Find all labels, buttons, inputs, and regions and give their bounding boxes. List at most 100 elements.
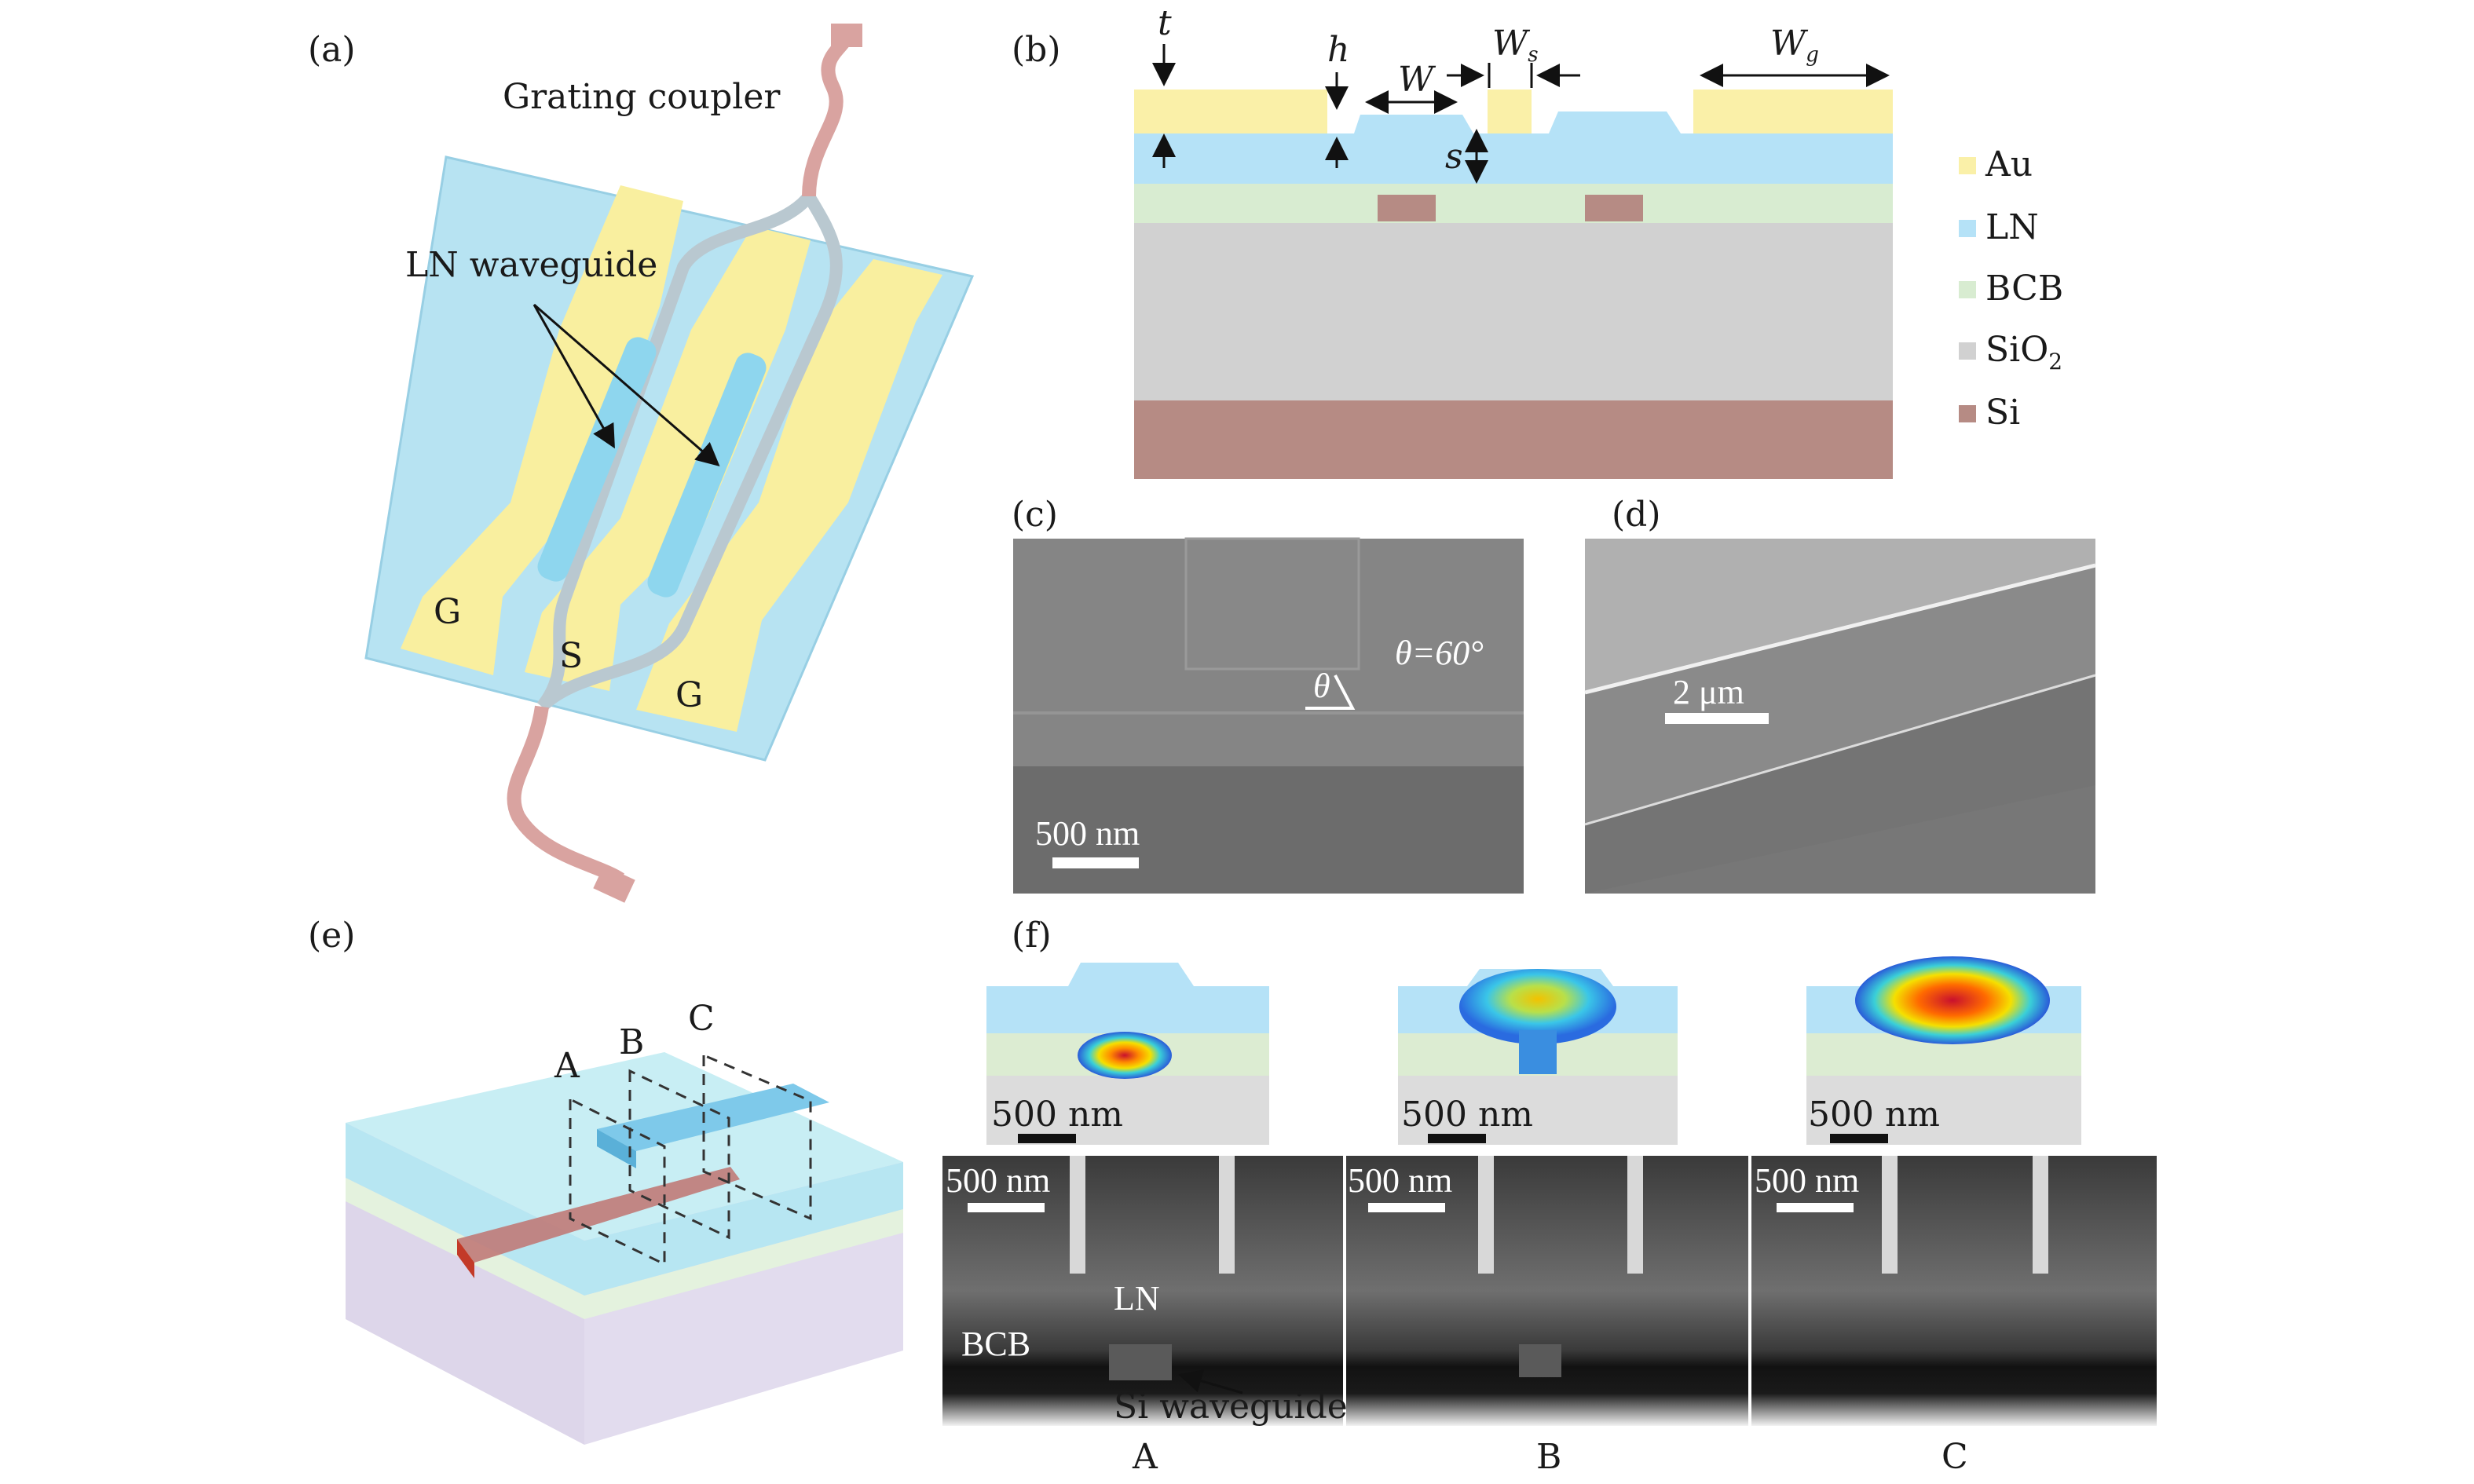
- sem-bottom-label-a: A: [1132, 1437, 1158, 1477]
- mode-b-scale-bar: [1428, 1134, 1486, 1143]
- bcb-layer-right: [584, 1209, 903, 1319]
- sem-b-si-waveguide: [1519, 1344, 1561, 1377]
- electrode-g-left-label: G: [434, 592, 461, 632]
- legend-swatch-au: [1959, 157, 1976, 174]
- electrode-s-label: S: [559, 636, 583, 676]
- legend-swatch-bcb: [1959, 281, 1976, 298]
- cut-plane-c: [702, 1053, 812, 1221]
- mode-profile-a: 500 nm: [986, 963, 1269, 1145]
- mode-a-ln: [986, 986, 1269, 1033]
- sem-c-wall-right: [2033, 1156, 2048, 1274]
- panel-f-label: (f): [1012, 916, 1052, 956]
- ln-ridge-1: [1354, 115, 1473, 133]
- sem-c-wall-left: [1882, 1156, 1898, 1274]
- electrode-g-right: [636, 259, 942, 732]
- mzi-arm-left: [536, 192, 814, 711]
- sem-c-scale-bar: [1777, 1203, 1854, 1212]
- cut-label-c: C: [688, 999, 715, 1039]
- sem-strip: 500 nm 500 nm 500 nm LN BCB Si waveguide: [942, 1156, 2157, 1427]
- mode-c-sio2: [1806, 1076, 2081, 1145]
- legend-swatch-si: [1959, 405, 1976, 422]
- mode-profile-c: 500 nm: [1806, 956, 2081, 1145]
- gold-ground-right: [1693, 90, 1893, 133]
- electrode-g-left: [401, 185, 683, 675]
- sem-bottom-label-c: C: [1942, 1437, 1968, 1477]
- si-taper: [457, 1167, 740, 1263]
- panel-b: (b) t h W Ws Wg s: [1012, 3, 2063, 479]
- grating-coupler-top: [831, 24, 862, 47]
- sem-strip-bg: [942, 1156, 2157, 1426]
- grating-coupler-label: Grating coupler: [503, 77, 781, 117]
- panel-d-label: (d): [1612, 495, 1661, 535]
- cut-label-a: A: [554, 1046, 580, 1086]
- sem-a-scale-bar: [968, 1203, 1045, 1212]
- sem-c-ridge: [1184, 537, 1360, 671]
- dim-h-label: h: [1327, 30, 1349, 70]
- electrode-g-right-label: G: [675, 675, 703, 715]
- panel-e: (e) A B C: [308, 916, 903, 1445]
- sem-d-bottom: [1585, 675, 2095, 894]
- cut-plane-a: [569, 1097, 666, 1267]
- mode-profile-b: 500 nm: [1398, 969, 1678, 1145]
- panel-f: (f) 500 nm 500 nm 500 nm: [942, 916, 2157, 1477]
- mode-a-scale-bar: [1018, 1134, 1076, 1143]
- ln-waveguide-arrow-1: [532, 304, 615, 449]
- sem-a-scale-label: 500 nm: [946, 1161, 1050, 1200]
- panel-d: (d) 2 μm: [1584, 495, 2096, 894]
- legend-label-bcb: BCB: [1985, 269, 2063, 309]
- dim-wg-label: Wg: [1770, 24, 1819, 67]
- electrode-s: [525, 226, 811, 691]
- scale-d-bar: [1665, 713, 1769, 724]
- mode-a-field: [1078, 1032, 1172, 1079]
- si-waveguide-2: [1585, 195, 1643, 221]
- mode-c-scale-bar: [1830, 1134, 1888, 1143]
- ln-waveguide-2: [647, 353, 767, 598]
- sem-a-wall-right: [1219, 1156, 1235, 1274]
- panel-c-label: (c): [1012, 495, 1058, 535]
- panel-c: (c) θ θ=60° 500 nm: [1012, 495, 1524, 894]
- cut-label-b: B: [619, 1022, 644, 1062]
- ln-waveguide-arrow-2: [533, 303, 720, 466]
- legend-swatch-sio2: [1959, 342, 1976, 360]
- mode-a-scale-label: 500 nm: [991, 1095, 1123, 1135]
- mode-b-field: [1459, 969, 1616, 1044]
- panel-b-label: (b): [1012, 30, 1061, 70]
- dim-t-label: t: [1158, 3, 1172, 43]
- scale-d-label: 2 μm: [1673, 673, 1744, 711]
- sem-c-scale-label: 500 nm: [1755, 1161, 1859, 1200]
- theta-value: θ=60°: [1395, 634, 1484, 672]
- ln-waveguide-label: LN waveguide: [405, 245, 657, 285]
- gold-ground-left: [1134, 90, 1327, 133]
- sem-bottom-label-b: B: [1536, 1437, 1561, 1477]
- mode-b-sio2: [1398, 1076, 1678, 1145]
- legend-label-ln: LN: [1985, 207, 2039, 247]
- grating-coupler-bottom: [593, 865, 635, 903]
- theta-angle-mark: [1305, 674, 1356, 710]
- theta-symbol: θ: [1313, 667, 1330, 705]
- layer-sio2: [1134, 223, 1893, 400]
- si-waveguide-1: [1378, 195, 1436, 221]
- gold-signal: [1488, 90, 1532, 133]
- sem-d-top-surface: [1585, 539, 2095, 691]
- panel-e-label: (e): [308, 916, 355, 956]
- layer-si: [1134, 400, 1893, 479]
- layer-ln: [1134, 133, 1893, 184]
- sem-d-edge-2: [1584, 674, 2096, 826]
- fiber-bottom: [507, 705, 624, 886]
- panel-a-label: (a): [308, 30, 356, 70]
- ln-ridge-2: [1549, 111, 1681, 133]
- dim-ws-label: Ws: [1492, 24, 1539, 67]
- sem-bcb-label: BCB: [961, 1325, 1030, 1363]
- fiber-top: [802, 30, 855, 197]
- sem-b-scale-bar: [1368, 1203, 1445, 1212]
- mode-c-scale-label: 500 nm: [1808, 1095, 1940, 1135]
- scale-c-bar: [1052, 857, 1139, 868]
- panel-a: (a) Grating coupler LN waveguide G S G: [308, 24, 975, 903]
- si-taper-end: [457, 1239, 474, 1278]
- legend-label-sio2: SiO2: [1985, 330, 2062, 375]
- sem-d-edge-1: [1584, 563, 2096, 695]
- sem-a-wall-left: [1070, 1156, 1085, 1274]
- mode-a-ridge: [1068, 963, 1194, 986]
- ln-layer-right: [584, 1162, 903, 1296]
- layer-bcb: [1134, 184, 1893, 223]
